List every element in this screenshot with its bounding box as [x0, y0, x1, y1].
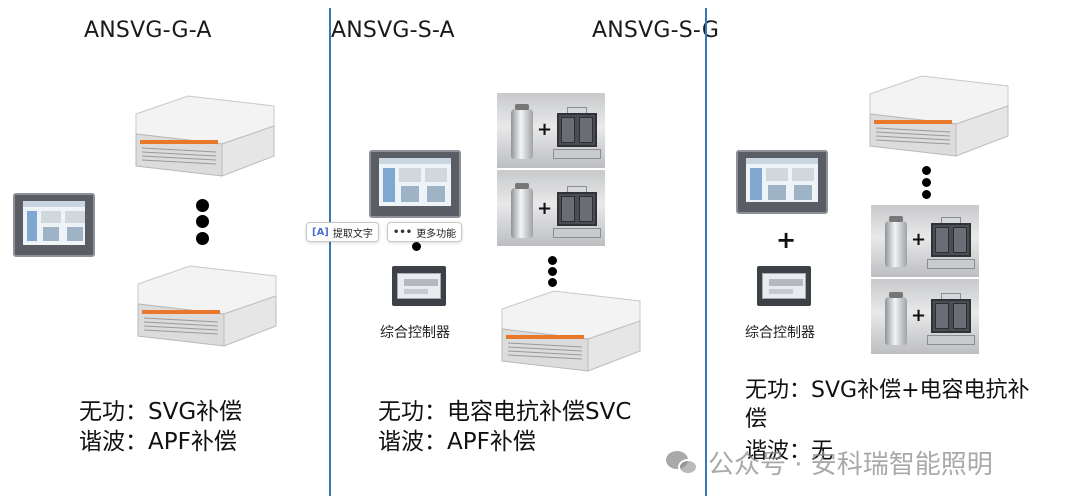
touch-screen-panel	[369, 150, 461, 218]
capacitor-reactor-box: +	[871, 279, 979, 354]
svg-module-unit	[501, 290, 641, 372]
ellipsis-dot	[196, 232, 209, 245]
extract-text-button[interactable]: [A] 提取文字	[306, 222, 379, 242]
more-functions-button[interactable]: ••• 更多功能	[387, 222, 463, 242]
svg-module-unit	[869, 75, 1009, 157]
caption-harmonic-s-a: 谐波：APF补偿	[378, 429, 536, 455]
ellipsis-dot	[922, 190, 931, 199]
capacitor-reactor-box: +	[871, 205, 979, 277]
caption-harmonic-s-g: 谐波：无	[745, 439, 834, 464]
more-dots-icon: •••	[393, 226, 413, 238]
ellipsis-dot	[196, 215, 209, 228]
svg-module-unit	[135, 95, 275, 177]
watermark: 公众号 · 安科瑞智能照明	[666, 444, 993, 481]
ellipsis-dot	[922, 166, 931, 175]
ellipsis-dot	[548, 278, 557, 287]
caption-reactive-s-g-wrap: 偿	[745, 407, 768, 432]
ellipsis-dot	[548, 256, 557, 265]
column-title-ansvg-g-a: ANSVG-G-A	[84, 18, 212, 43]
caption-reactive-s-a: 无功：电容电抗补偿SVC	[378, 399, 632, 425]
controller-label: 综合控制器	[745, 325, 815, 341]
more-functions-label: 更多功能	[416, 228, 457, 240]
plus-icon: +	[776, 226, 797, 254]
controller-module	[392, 266, 446, 306]
controller-module	[757, 266, 811, 306]
column-divider-left	[329, 8, 331, 496]
ellipsis-dot	[196, 199, 209, 212]
controller-label: 综合控制器	[380, 325, 450, 341]
capacitor-reactor-box: +	[497, 170, 605, 246]
text-scan-icon: [A]	[312, 226, 329, 238]
touch-screen-panel	[13, 193, 95, 257]
capacitor-reactor-box: +	[497, 93, 605, 168]
ellipsis-dot	[548, 267, 557, 276]
wechat-icon	[666, 449, 700, 477]
column-divider-right	[705, 8, 707, 496]
column-title-ansvg-s-a: ANSVG-S-A	[331, 18, 455, 43]
svg-module-unit	[137, 265, 277, 347]
connector-dot	[412, 242, 421, 251]
caption-harmonic-g-a: 谐波：APF补偿	[79, 429, 237, 455]
ellipsis-dot	[922, 178, 931, 187]
touch-screen-panel	[736, 150, 828, 214]
extract-text-label: 提取文字	[332, 228, 373, 240]
caption-reactive-s-g: 无功：SVG补偿+电容电抗补	[745, 378, 1030, 403]
column-title-ansvg-s-g: ANSVG-S-G	[592, 18, 720, 43]
watermark-text: 公众号 · 安科瑞智能照明	[708, 450, 993, 480]
caption-reactive-g-a: 无功：SVG补偿	[79, 399, 243, 425]
